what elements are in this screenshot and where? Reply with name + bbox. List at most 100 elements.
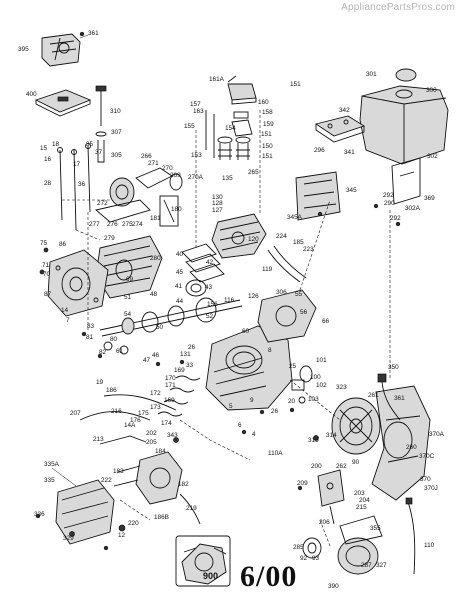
part-label-301: 301 — [366, 71, 377, 78]
part-label-66: 66 — [322, 318, 330, 325]
part-label-44: 44 — [176, 298, 184, 305]
part-label-9: 9 — [250, 397, 254, 404]
part-label-110: 110 — [424, 542, 435, 549]
part-label-183: 183 — [113, 468, 124, 475]
part-label-206: 206 — [319, 519, 330, 526]
part-label-169: 169 — [174, 367, 185, 374]
valve-cover-160 — [205, 75, 257, 160]
part-label-14A: 14A — [124, 422, 136, 429]
part-label-47: 47 — [143, 357, 151, 364]
recoil-starter-390 — [302, 515, 383, 575]
part-label-54: 54 — [124, 311, 132, 318]
part-label-48: 48 — [150, 291, 158, 298]
part-label-306: 306 — [276, 289, 287, 296]
part-label-4: 4 — [252, 431, 256, 438]
part-label-302A: 302A — [405, 205, 421, 212]
part-label-277: 277 — [89, 221, 100, 228]
part-label-52: 52 — [206, 313, 214, 320]
part-label-160: 160 — [258, 99, 269, 106]
part-label-219: 219 — [186, 505, 197, 512]
part-label-87: 87 — [44, 291, 52, 298]
part-label-345: 345 — [346, 187, 357, 194]
part-label-175: 175 — [138, 410, 149, 417]
part-label-102: 102 — [316, 382, 327, 389]
crankshaft-assembly — [99, 297, 243, 355]
part-label-290: 290 — [384, 200, 395, 207]
part-label-169: 169 — [164, 397, 175, 404]
part-label-156: 156 — [207, 301, 218, 308]
ignition-coil-group — [95, 167, 183, 223]
part-label-270: 270 — [162, 165, 173, 172]
part-label-28: 28 — [44, 180, 52, 187]
part-label-127: 127 — [212, 207, 223, 214]
part-label-153: 153 — [191, 152, 202, 159]
part-label-261: 261 — [368, 392, 379, 399]
part-label-296: 296 — [314, 147, 325, 154]
part-label-82: 82 — [99, 349, 107, 356]
part-label-14: 14 — [61, 307, 69, 314]
part-label-185: 185 — [293, 239, 304, 246]
part-label-120: 120 — [248, 236, 259, 243]
part-label-176: 176 — [130, 417, 141, 424]
part-label-172: 172 — [150, 390, 161, 397]
revision-date: 6/00 — [240, 560, 298, 593]
part-label-70: 70 — [43, 271, 51, 278]
part-label-305: 305 — [111, 152, 122, 159]
part-label-45: 45 — [176, 269, 184, 276]
part-label-270A: 270A — [188, 174, 204, 181]
spark-plug-wire-350 — [377, 373, 401, 421]
shroud-345 — [295, 171, 341, 221]
part-label-103: 103 — [308, 396, 319, 403]
part-label-130: 130 — [212, 194, 223, 201]
part-label-128: 128 — [212, 200, 223, 207]
part-label-50: 50 — [156, 324, 164, 331]
part-label-8: 8 — [268, 347, 272, 354]
baffle-180 — [159, 195, 179, 227]
part-label-158: 158 — [262, 109, 273, 116]
part-label-275: 275 — [122, 221, 133, 228]
part-label-342: 342 — [339, 107, 350, 114]
governor-linkage — [57, 143, 110, 241]
part-label-51: 51 — [124, 294, 132, 301]
part-label-260: 260 — [406, 444, 417, 451]
part-label-86: 86 — [59, 241, 67, 248]
part-label-80: 80 — [110, 336, 118, 343]
intake-gaskets — [181, 243, 225, 297]
part-label-302: 302 — [427, 153, 438, 160]
part-label-186: 186 — [106, 387, 117, 394]
part-label-370: 370 — [420, 476, 431, 483]
control-wires — [79, 394, 177, 445]
part-label-350: 350 — [388, 364, 399, 371]
part-label-170: 170 — [165, 375, 176, 382]
part-label-171: 171 — [165, 382, 176, 389]
part-label-182: 182 — [178, 481, 189, 488]
part-label-213: 213 — [93, 436, 104, 443]
part-label-209: 209 — [297, 480, 308, 487]
part-label-215: 215 — [356, 504, 367, 511]
part-label-155: 155 — [184, 123, 195, 130]
part-label-46: 46 — [152, 352, 160, 359]
part-label-56: 56 — [300, 309, 308, 316]
part-label-345A: 345A — [287, 214, 303, 221]
part-label-327: 327 — [376, 562, 387, 569]
part-label-369: 369 — [424, 195, 435, 202]
air-cleaner-335 — [51, 467, 115, 545]
part-label-285: 285 — [293, 544, 304, 551]
carburetor-assembly-395 — [41, 33, 89, 67]
part-label-157: 157 — [190, 101, 201, 108]
cylinder-block — [205, 325, 293, 411]
part-label-36: 36 — [78, 181, 86, 188]
part-label-12: 12 — [118, 532, 126, 539]
part-label-355: 355 — [370, 525, 381, 532]
part-label-370J: 370J — [424, 485, 438, 492]
part-label-150: 150 — [262, 143, 273, 150]
part-label-5: 5 — [229, 403, 233, 410]
part-label-90: 90 — [352, 459, 360, 466]
part-label-61: 61 — [116, 348, 124, 355]
part-label-276: 276 — [107, 221, 118, 228]
part-label-19: 19 — [96, 379, 104, 386]
tank-strap-302 — [391, 157, 421, 205]
part-label-43: 43 — [205, 284, 213, 291]
part-label-174: 174 — [161, 420, 172, 427]
brake-springs — [157, 375, 201, 417]
